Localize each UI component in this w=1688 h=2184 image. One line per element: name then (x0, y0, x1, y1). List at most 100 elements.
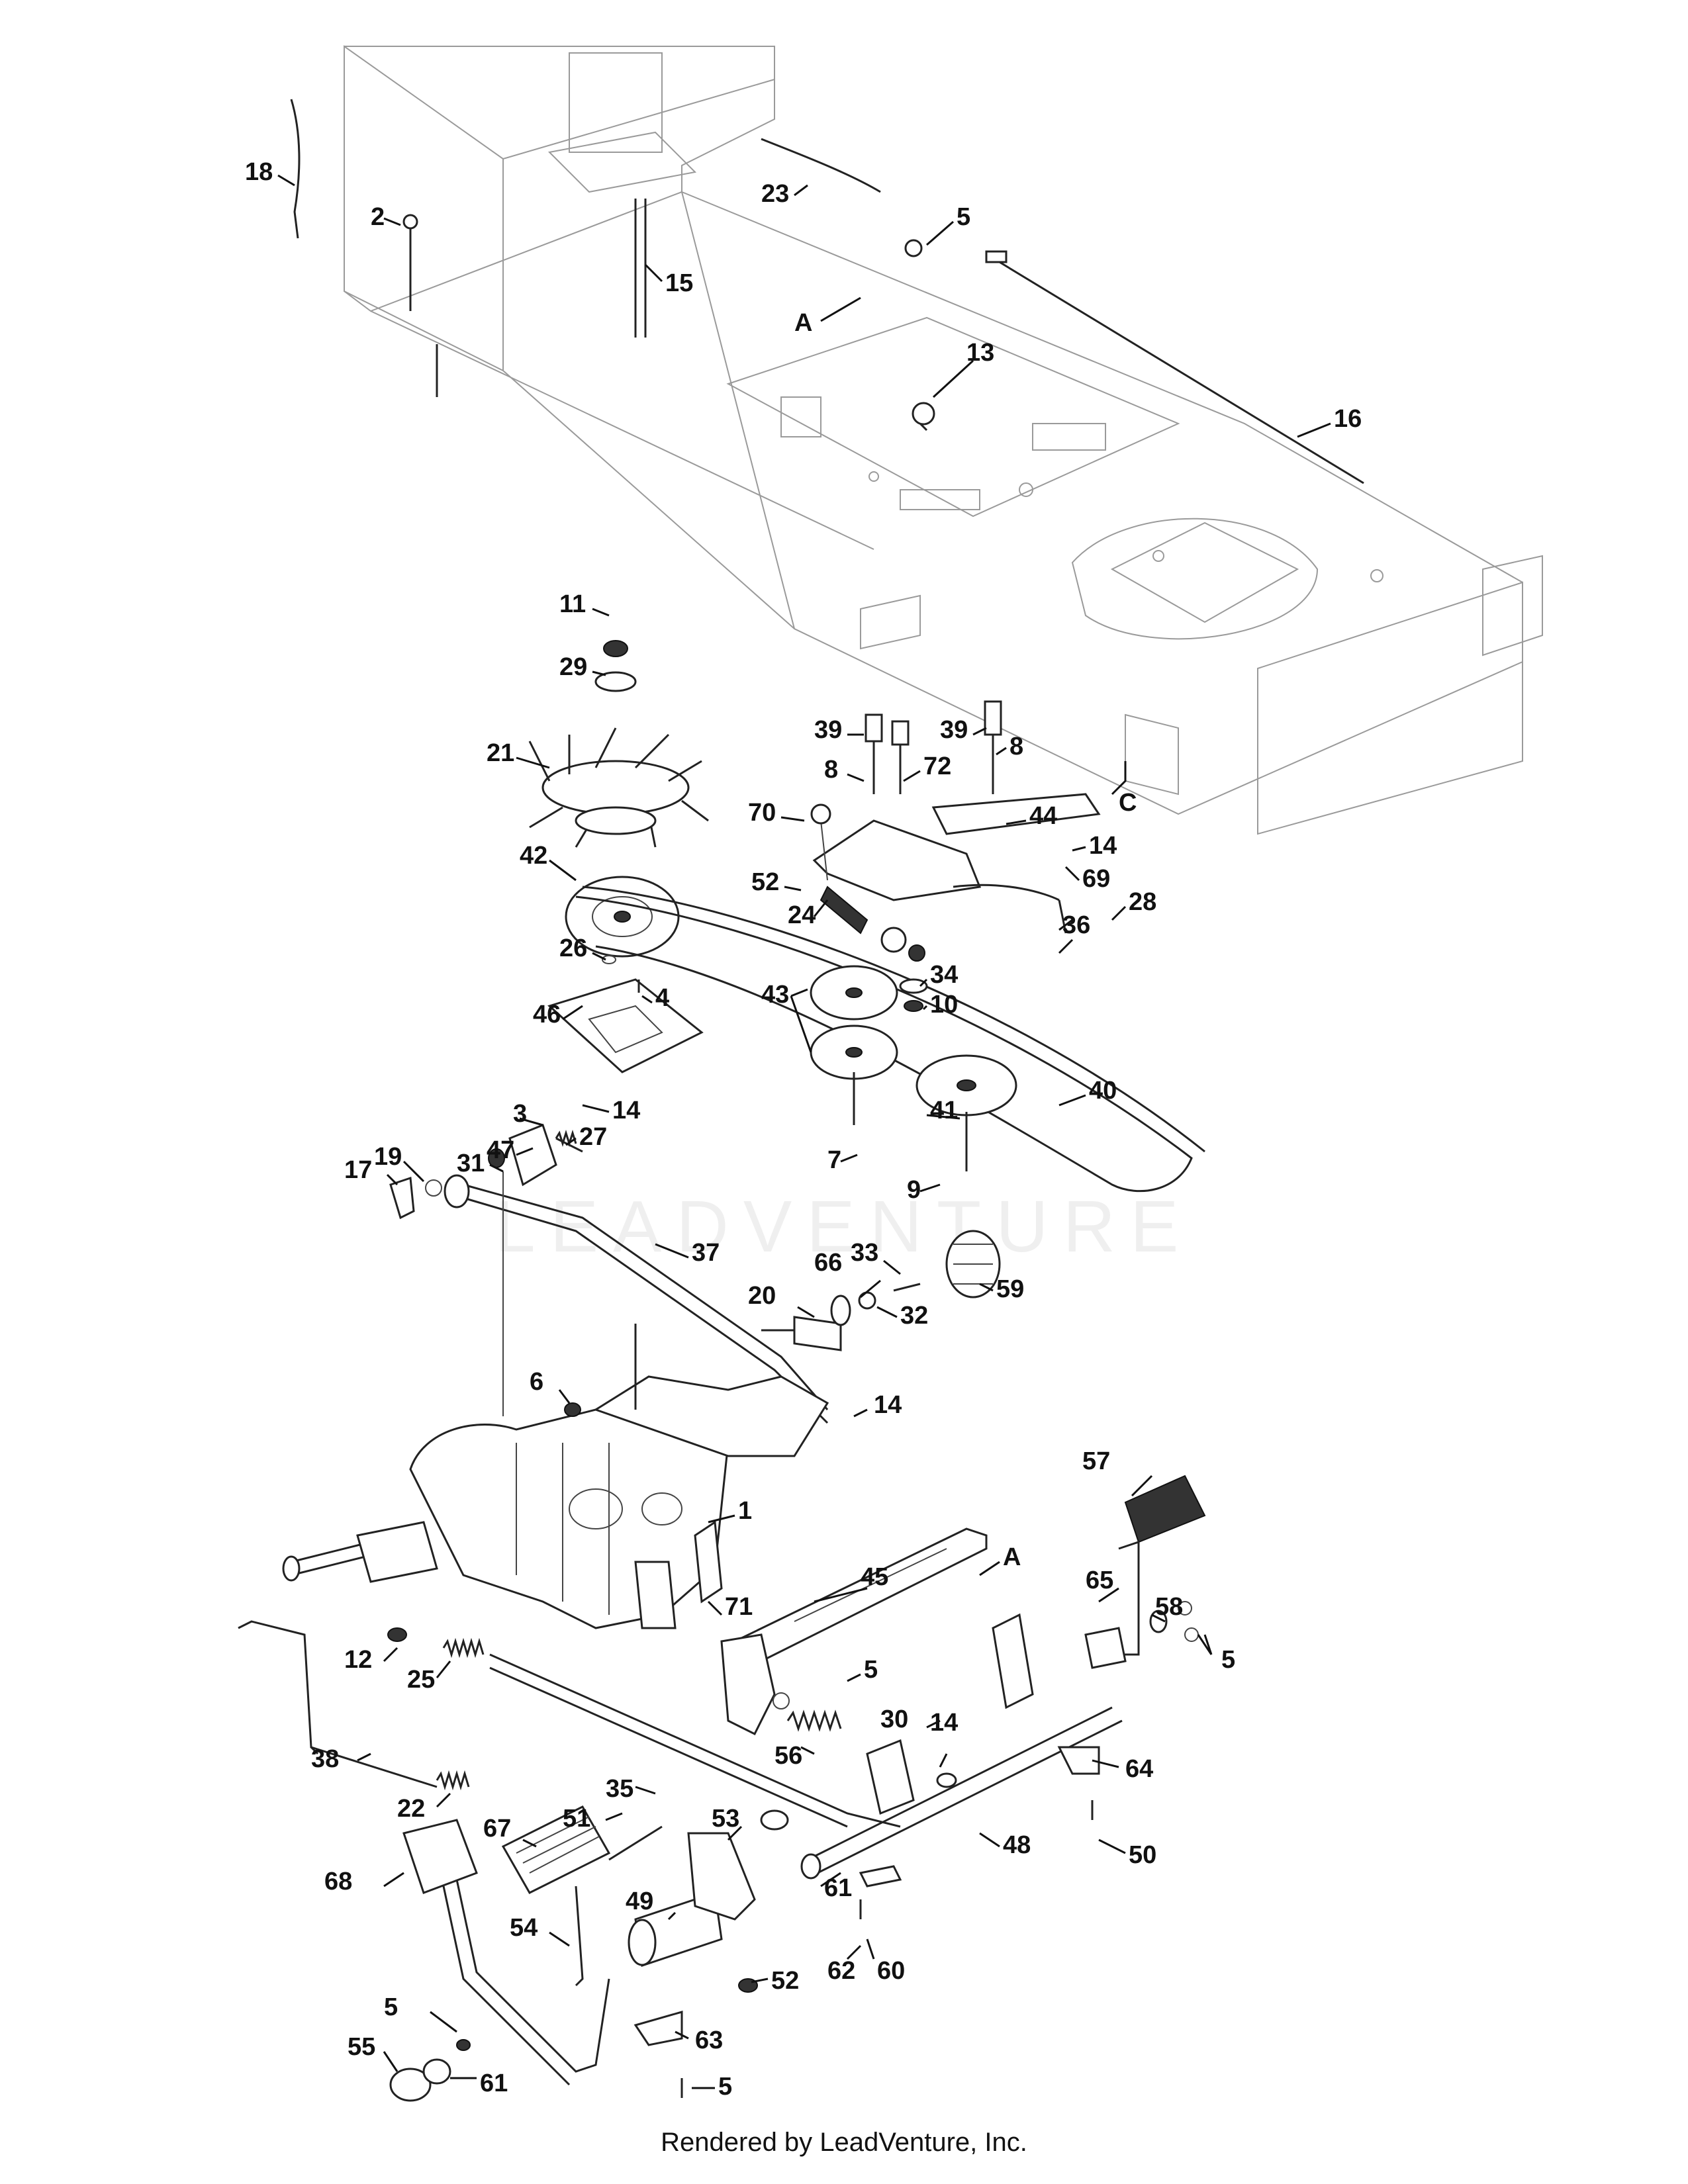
input-pulley (945, 1230, 1001, 1298)
label-59: 59 (996, 1275, 1024, 1303)
label-39: 39 (940, 716, 968, 744)
label-52: 52 (751, 868, 779, 896)
label-13: 13 (966, 339, 994, 367)
label-6: 6 (530, 1368, 543, 1396)
label-5: 5 (864, 1656, 878, 1684)
transaxle (282, 1171, 829, 1629)
leader-lines (277, 174, 1331, 2089)
pedal-arm (402, 1819, 610, 2086)
cross-shaft (800, 1613, 1123, 1880)
label-50: 50 (1129, 1841, 1156, 1869)
label-C: C (1119, 789, 1137, 817)
label-66: 66 (814, 1249, 842, 1277)
idler-pulleys (810, 965, 1017, 1171)
label-33: 33 (851, 1239, 878, 1267)
label-53: 53 (712, 1805, 739, 1833)
label-61: 61 (824, 1874, 852, 1902)
part-labels: 18 2 15 23 5 A 13 16 11 29 21 39 39 8 8 … (245, 158, 1362, 2101)
label-23: 23 (761, 180, 789, 208)
label-34: 34 (930, 961, 958, 989)
label-62: 62 (827, 1957, 855, 1985)
label-31: 31 (457, 1150, 485, 1177)
brake-pedal (1057, 1475, 1206, 1820)
transaxle-hardware (387, 1402, 581, 1642)
label-43: 43 (761, 981, 789, 1009)
springs (436, 1129, 842, 1791)
label-40: 40 (1089, 1077, 1117, 1105)
pedal-pivot (389, 1809, 902, 2102)
label-67: 67 (483, 1815, 511, 1843)
label-7: 7 (827, 1146, 841, 1174)
label-54: 54 (510, 1914, 538, 1942)
axle-hub (761, 1283, 921, 1351)
label-16: 16 (1334, 405, 1362, 433)
label-14: 14 (874, 1391, 902, 1419)
label-26: 26 (559, 934, 587, 962)
label-15: 15 (665, 269, 693, 297)
pivot-hardware (865, 700, 1002, 1012)
label-14: 14 (1089, 832, 1117, 860)
shift-rod (389, 1124, 829, 1424)
label-17: 17 (344, 1156, 372, 1184)
label-A: A (1003, 1543, 1021, 1571)
label-57: 57 (1082, 1447, 1110, 1475)
label-36: 36 (1062, 911, 1090, 939)
label-3: 3 (513, 1100, 527, 1128)
label-61: 61 (480, 2070, 508, 2097)
label-37: 37 (692, 1239, 720, 1267)
label-47: 47 (487, 1136, 514, 1164)
label-70: 70 (748, 799, 776, 827)
label-5: 5 (1221, 1646, 1235, 1674)
label-2: 2 (371, 203, 385, 231)
label-27: 27 (579, 1123, 607, 1151)
label-8: 8 (824, 756, 838, 784)
label-1: 1 (738, 1497, 752, 1525)
label-60: 60 (877, 1957, 905, 1985)
label-18: 18 (245, 158, 273, 186)
cooling-fan (528, 727, 709, 848)
label-72: 72 (923, 752, 951, 780)
label-28: 28 (1129, 888, 1156, 916)
label-45: 45 (861, 1563, 888, 1591)
label-4: 4 (655, 984, 669, 1012)
label-24: 24 (788, 901, 816, 929)
frame-hardware (290, 99, 1364, 484)
drive-pedal (501, 1805, 611, 1987)
label-29: 29 (559, 653, 587, 681)
label-5: 5 (384, 1993, 398, 2021)
label-46: 46 (533, 1001, 561, 1028)
label-65: 65 (1086, 1567, 1113, 1594)
tractor-frame (344, 45, 1543, 835)
mount-bracket (720, 1527, 988, 1736)
label-48: 48 (1003, 1831, 1031, 1859)
label-25: 25 (407, 1666, 435, 1694)
label-10: 10 (930, 991, 958, 1019)
label-42: 42 (520, 842, 547, 870)
label-55: 55 (348, 2033, 375, 2061)
label-5: 5 (957, 203, 970, 231)
drive-belt (565, 876, 1205, 1193)
label-14: 14 (612, 1097, 640, 1124)
label-63: 63 (695, 2026, 723, 2054)
label-9: 9 (907, 1176, 921, 1204)
label-58: 58 (1155, 1593, 1183, 1621)
label-64: 64 (1125, 1755, 1153, 1783)
shield-plate (547, 955, 704, 1073)
fan-hardware (594, 640, 637, 692)
label-35: 35 (606, 1775, 633, 1803)
footer-credit: Rendered by LeadVenture, Inc. (661, 2128, 1027, 2157)
label-51: 51 (563, 1805, 590, 1833)
label-56: 56 (774, 1742, 802, 1770)
label-A: A (794, 309, 812, 337)
label-38: 38 (311, 1745, 339, 1773)
label-68: 68 (324, 1868, 352, 1895)
label-49: 49 (626, 1888, 653, 1915)
label-44: 44 (1029, 802, 1057, 830)
idler-bracket (810, 793, 1101, 962)
label-21: 21 (487, 739, 514, 767)
label-22: 22 (397, 1795, 425, 1823)
label-8: 8 (1009, 733, 1023, 760)
label-19: 19 (374, 1143, 402, 1171)
label-39: 39 (814, 716, 842, 744)
